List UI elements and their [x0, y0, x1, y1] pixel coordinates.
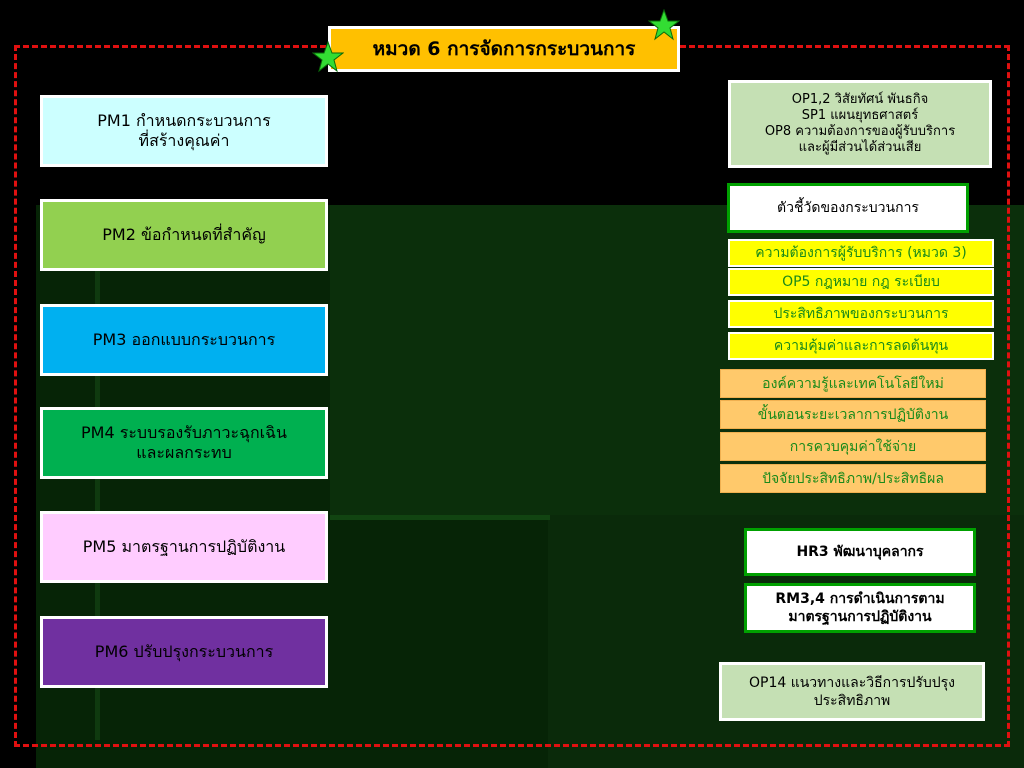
pm5-line: PM5 มาตรฐานการปฏิบัติงาน	[82, 537, 286, 556]
orange-item: ขั้นตอนระยะเวลาการปฏิบัติงาน	[720, 400, 986, 429]
pm1-line: ที่สร้างคุณค่า	[138, 131, 230, 150]
pm5-box: PM5 มาตรฐานการปฏิบัติงาน	[40, 511, 328, 583]
rm-line: มาตรฐานการปฏิบัติงาน	[788, 609, 932, 625]
kpi-box: ตัวชี้วัดของกระบวนการ	[727, 183, 969, 233]
yellow-item-label: ประสิทธิภาพของกระบวนการ	[773, 306, 949, 322]
pm1-box: PM1 กำหนดกระบวนการ ที่สร้างคุณค่า	[40, 95, 328, 167]
orange-item: การควบคุมค่าใช้จ่าย	[720, 432, 986, 461]
diagram-title: หมวด 6 การจัดการกระบวนการ	[328, 26, 680, 72]
orange-item: ปัจจัยประสิทธิภาพ/ประสิทธิผล	[720, 464, 986, 493]
yellow-item: ความคุ้มค่าและการลดต้นทุน	[728, 332, 994, 360]
orange-item-label: องค์ความรู้และเทคโนโลยีใหม่	[762, 375, 944, 392]
op-sp-line: OP1,2 วิสัยทัศน์ พันธกิจ	[791, 92, 929, 107]
background-connector	[95, 270, 100, 740]
orange-item-label: การควบคุมค่าใช้จ่าย	[789, 438, 917, 455]
hr-label: HR3 พัฒนาบุคลากร	[796, 544, 924, 560]
pm4-box: PM4 ระบบรองรับภาวะฉุกเฉิน และผลกระทบ	[40, 407, 328, 479]
yellow-item-label: ความคุ้มค่าและการลดต้นทุน	[773, 338, 949, 354]
background-connector	[330, 515, 550, 520]
orange-item-label: ขั้นตอนระยะเวลาการปฏิบัติงาน	[757, 406, 949, 423]
yellow-item-label: OP5 กฎหมาย กฎ ระเบียบ	[782, 274, 940, 290]
op14-box: OP14 แนวทางและวิธีการปรับปรุง ประสิทธิภา…	[719, 662, 985, 721]
pm6-line: PM6 ปรับปรุงกระบวนการ	[94, 642, 274, 661]
star-icon	[312, 41, 344, 73]
orange-item: องค์ความรู้และเทคโนโลยีใหม่	[720, 369, 986, 398]
yellow-item-label: ความต้องการผู้รับบริการ (หมวด 3)	[755, 245, 967, 261]
star-icon	[648, 9, 680, 41]
op-sp-line: และผู้มีส่วนได้ส่วนเสีย	[798, 140, 922, 155]
pm6-box: PM6 ปรับปรุงกระบวนการ	[40, 616, 328, 688]
op-sp-line: OP8 ความต้องการของผู้รับบริการ	[764, 124, 956, 139]
op14-line: ประสิทธิภาพ	[813, 692, 891, 709]
orange-item-label: ปัจจัยประสิทธิภาพ/ประสิทธิผล	[762, 470, 944, 487]
pm3-box: PM3 ออกแบบกระบวนการ	[40, 304, 328, 376]
pm4-line: และผลกระทบ	[136, 443, 232, 462]
hr-box: HR3 พัฒนาบุคลากร	[744, 528, 976, 576]
op-sp-line: SP1 แผนยุทธศาสตร์	[801, 108, 919, 123]
op-sp-box: OP1,2 วิสัยทัศน์ พันธกิจ SP1 แผนยุทธศาสต…	[728, 80, 992, 168]
yellow-item: ความต้องการผู้รับบริการ (หมวด 3)	[728, 239, 994, 267]
yellow-item: OP5 กฎหมาย กฎ ระเบียบ	[728, 268, 994, 296]
kpi-label: ตัวชี้วัดของกระบวนการ	[777, 200, 919, 216]
yellow-item: ประสิทธิภาพของกระบวนการ	[728, 300, 994, 328]
rm-box: RM3,4 การดำเนินการตาม มาตรฐานการปฏิบัติง…	[744, 583, 976, 633]
pm3-line: PM3 ออกแบบกระบวนการ	[92, 330, 276, 349]
pm4-line: PM4 ระบบรองรับภาวะฉุกเฉิน	[81, 423, 287, 442]
diagram-title-text: หมวด 6 การจัดการกระบวนการ	[372, 38, 636, 60]
pm1-line: PM1 กำหนดกระบวนการ	[97, 111, 271, 130]
pm2-line: PM2 ข้อกำหนดที่สำคัญ	[102, 225, 266, 244]
rm-line: RM3,4 การดำเนินการตาม	[775, 591, 945, 607]
op14-line: OP14 แนวทางและวิธีการปรับปรุง	[748, 674, 956, 691]
pm2-box: PM2 ข้อกำหนดที่สำคัญ	[40, 199, 328, 271]
